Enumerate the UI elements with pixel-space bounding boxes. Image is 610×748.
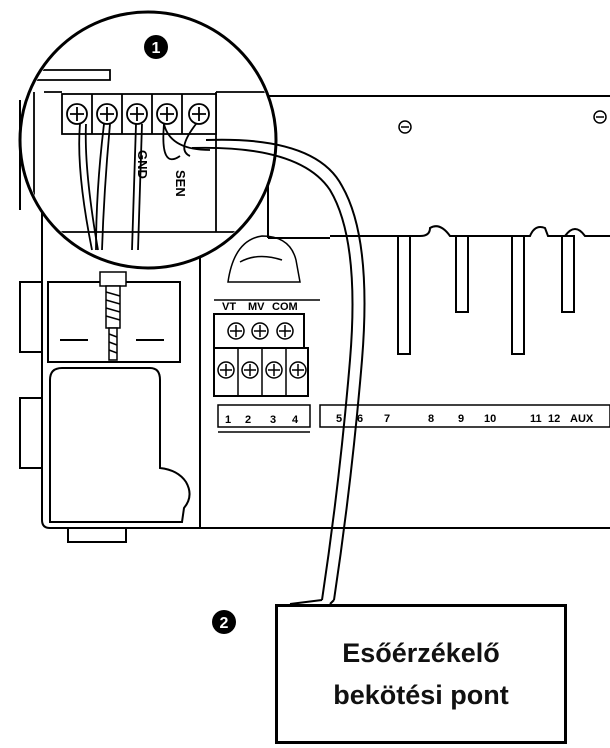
terminal-block-top: VT MV COM [213,301,305,349]
sensor-cable [191,138,366,605]
station-number: 3 [270,414,276,426]
station-strip-right: 5 6 7 8 9 10 11 12 AUX [319,404,610,428]
marker-1-label: 1 [152,40,161,57]
station-number: 9 [458,413,464,425]
callout-line-1: Esőérzékelő [342,638,500,668]
marker-1: 1 [144,35,168,59]
station-number: 4 [292,414,299,426]
terminal-label-gnd: GND [135,150,150,179]
station-number: 7 [384,413,390,425]
magnified-inset: GND SEN [18,10,278,270]
station-number: 11 [530,413,542,425]
terminal-block-bottom [213,347,309,397]
terminal-label: MV [248,301,265,313]
marker-2: 2 [212,610,236,634]
screw-post [99,271,127,361]
station-number: 12 [548,413,560,425]
module-slots [397,235,575,355]
transformer-clip [214,235,320,301]
terminal-label: VT [222,301,236,313]
callout-box: Esőérzékelő bekötési pont [275,604,567,744]
callout-line-2: bekötési pont [333,680,509,710]
station-number: 1 [225,414,231,426]
station-number: AUX [570,413,594,425]
station-number: 2 [245,414,251,426]
terminal-label-sen: SEN [173,170,188,197]
terminal-label: COM [272,301,298,313]
station-number: 8 [428,413,434,425]
station-number: 5 [336,413,342,425]
panel-screws [228,94,607,134]
station-number: 6 [357,413,363,425]
controller-housing [19,70,610,543]
marker-2-label: 2 [220,615,229,632]
station-number: 10 [484,413,496,425]
station-strip-left: 1 2 3 4 [217,404,311,433]
